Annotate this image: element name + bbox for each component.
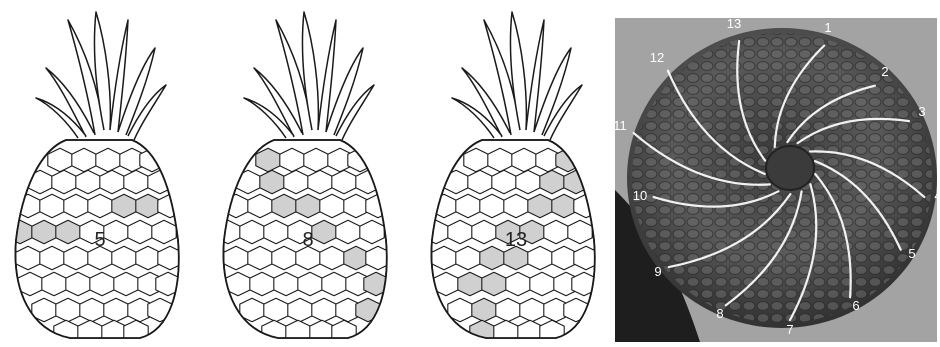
spiral-number: 7 — [786, 322, 793, 337]
spiral-number: 1 — [824, 20, 831, 35]
spiral-count-label: 8 — [302, 229, 313, 251]
spiral-count-label: 5 — [94, 229, 105, 251]
pinecone-center — [766, 146, 814, 190]
scale — [312, 298, 336, 321]
scale — [506, 272, 530, 295]
spiral-number: 9 — [654, 264, 661, 279]
scale — [56, 298, 80, 321]
scale — [332, 320, 356, 343]
scale — [148, 298, 172, 321]
scale — [288, 298, 312, 321]
scale — [298, 272, 322, 295]
spiral-number: 5 — [908, 246, 915, 261]
pineapple-13: 13 — [424, 12, 598, 344]
pineapple-8: 8 — [216, 12, 390, 344]
highlighted-scale — [356, 298, 380, 321]
spiral-number: 6 — [852, 298, 859, 313]
spiral-count-label: 13 — [505, 229, 527, 251]
spiral-number: 10 — [633, 188, 647, 203]
scale — [310, 320, 334, 343]
scale — [114, 272, 138, 295]
spiral-number: 4 — [934, 188, 940, 203]
spiral-number: 13 — [727, 16, 741, 31]
scale — [520, 298, 544, 321]
scale — [250, 272, 274, 295]
scale — [274, 272, 298, 295]
scale — [322, 272, 346, 295]
scale — [124, 320, 148, 343]
scale — [78, 320, 102, 343]
scale — [80, 298, 104, 321]
scale — [518, 320, 542, 343]
highlighted-scale — [470, 320, 494, 343]
scale — [42, 272, 66, 295]
scale — [66, 272, 90, 295]
pinecone-photo — [615, 18, 937, 342]
scale — [102, 320, 126, 343]
spiral-number: 8 — [716, 306, 723, 321]
spiral-number: 2 — [881, 64, 888, 79]
scale — [286, 320, 310, 343]
scale — [54, 320, 78, 343]
scale — [540, 320, 564, 343]
highlighted-scale — [482, 272, 506, 295]
spiral-number: 3 — [918, 104, 925, 119]
scale — [262, 320, 286, 343]
spiral-number: 11 — [613, 118, 627, 133]
scale — [104, 298, 128, 321]
pineapple-5: 5 — [8, 12, 182, 344]
scale — [530, 272, 554, 295]
scale — [264, 298, 288, 321]
scale — [494, 320, 518, 343]
scale — [564, 298, 588, 321]
highlighted-scale — [472, 298, 496, 321]
scale — [496, 298, 520, 321]
spiral-number: 12 — [650, 50, 664, 65]
scale — [90, 272, 114, 295]
highlighted-scale — [458, 272, 482, 295]
